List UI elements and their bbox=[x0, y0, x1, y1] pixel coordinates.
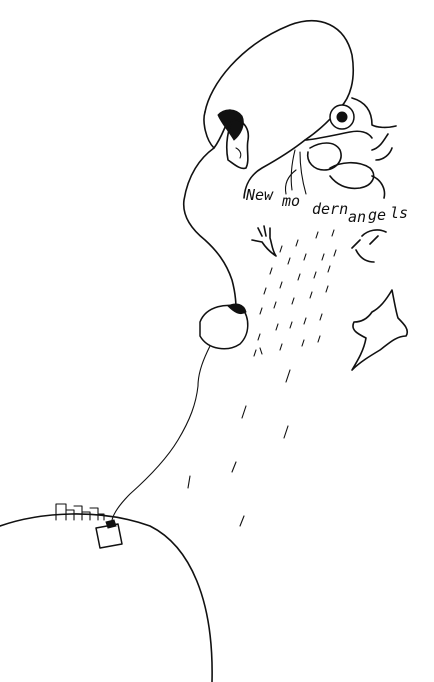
rain-strokes bbox=[187, 229, 337, 527]
goggle-figure bbox=[284, 97, 397, 199]
hanging-cup bbox=[111, 303, 249, 521]
caption-text: New mo dern an ge ls bbox=[245, 186, 408, 226]
caption-word-dern: dern bbox=[312, 200, 348, 218]
city-skyline bbox=[55, 503, 105, 521]
right-hand bbox=[351, 229, 387, 263]
caption-word-new: New bbox=[245, 186, 274, 204]
caption-word-mo: mo bbox=[281, 192, 300, 210]
caption-word-an: an bbox=[348, 208, 366, 226]
caption-word-ge: ge bbox=[368, 206, 386, 224]
planet bbox=[0, 513, 213, 682]
caption-word-ls: ls bbox=[390, 204, 408, 222]
spiky-creature bbox=[351, 289, 409, 371]
box-on-planet bbox=[95, 519, 123, 549]
hooded-figure bbox=[182, 20, 355, 313]
left-hand bbox=[251, 225, 277, 257]
